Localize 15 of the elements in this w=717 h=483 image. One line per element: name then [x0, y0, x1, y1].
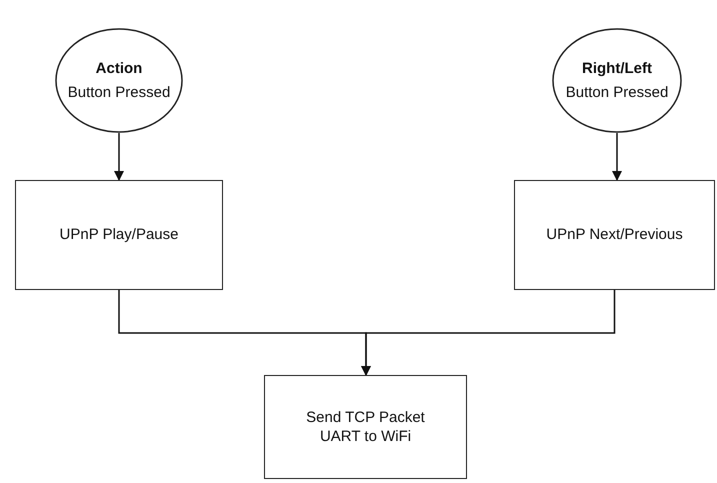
- event-ellipse: [55, 28, 183, 133]
- process-box: [15, 180, 223, 290]
- node-label: UPnP Play/Pause: [60, 225, 178, 245]
- connector-arrow: [361, 290, 616, 376]
- event-ellipse: [552, 28, 682, 133]
- node-heading: Action: [96, 58, 142, 78]
- node-heading: Right/Left: [582, 58, 652, 78]
- process-box: [514, 180, 715, 290]
- node-label: Button Pressed: [566, 82, 668, 102]
- node-label: UPnP Next/Previous: [546, 225, 683, 245]
- connector-arrow: [114, 133, 124, 181]
- node-label: Send TCP Packet UART to WiFi: [305, 408, 426, 446]
- node-label: Button Pressed: [68, 82, 170, 102]
- connector-arrow: [612, 133, 622, 181]
- process-box: [264, 375, 467, 479]
